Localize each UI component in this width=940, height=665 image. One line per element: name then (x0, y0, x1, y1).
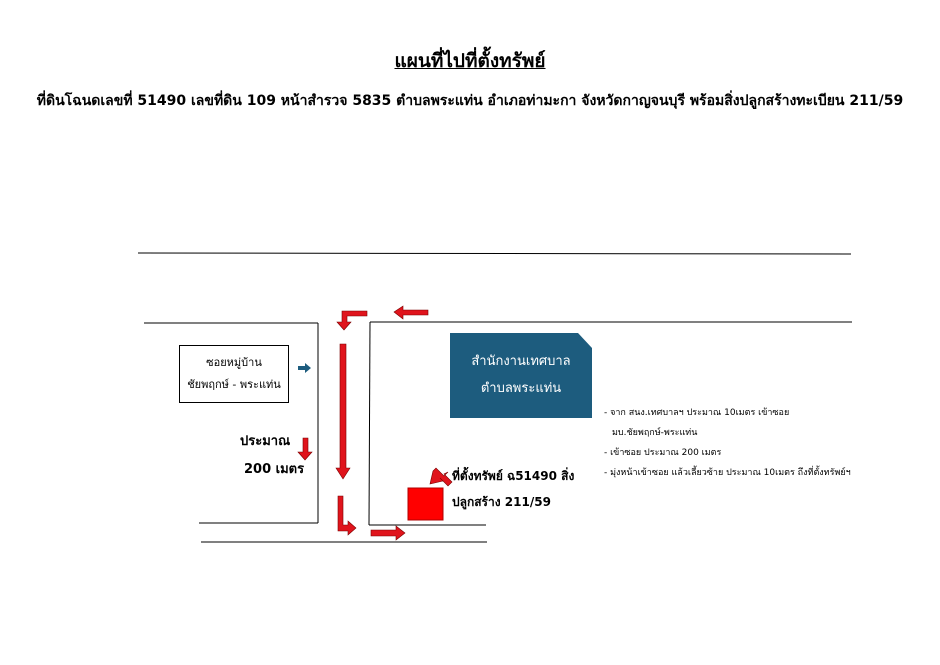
arrow-left-top (393, 305, 429, 320)
village-box-line1: ซอยหมู่บ้าน (206, 356, 262, 369)
road-soi-right-edge (368, 321, 371, 526)
page-subtitle: ที่ดินโฉนดเลขที่ 51490 เลขที่ดิน 109 หน้… (36, 93, 904, 109)
direction-step-1: - จาก สนง.เทศบาลฯ ประมาณ 10เมตร เข้าซอย (604, 408, 790, 418)
village-box-line2: ชัยพฤกษ์ - พระแท่น (187, 378, 281, 391)
page-title: แผนที่ไปที่ตั้งทรัพย์ (394, 50, 546, 72)
directions-list: - จาก สนง.เทศบาลฯ ประมาณ 10เมตร เข้าซอย … (604, 403, 851, 483)
arrow-down-long (335, 343, 351, 480)
village-soi-box: ซอยหมู่บ้าน ชัยพฤกษ์ - พระแท่น (179, 345, 289, 403)
arrow-distance-down (297, 437, 313, 461)
road-top (137, 252, 852, 255)
property-label-line1: ที่ตั้งทรัพย์ ฉ51490 สิ่ง (452, 469, 575, 483)
arrow-diagonal-property (429, 467, 453, 487)
property-marker (407, 487, 444, 521)
direction-step-1-cont: มบ.ชัยพฤกษ์-พระแท่น (612, 428, 698, 438)
office-label: สำนักงานเทศบาล ตำบลพระแท่น (450, 348, 592, 402)
arrow-right-bottom (370, 525, 406, 541)
direction-step-2: - เข้าซอย ประมาณ 200 เมตร (604, 448, 722, 458)
arrow-blue-right (298, 363, 311, 373)
office-label-line2: ตำบลพระแท่น (480, 381, 562, 396)
property-label: ที่ตั้งทรัพย์ ฉ51490 สิ่ง ปลูกสร้าง 211/… (452, 463, 574, 515)
office-building (450, 333, 592, 418)
distance-line1: ประมาณ (240, 434, 291, 449)
distance-label: ประมาณ 200 เมตร (240, 428, 304, 484)
arrow-elbow-right (337, 495, 357, 536)
office-label-line1: สำนักงานเทศบาล (471, 354, 571, 369)
property-label-line2: ปลูกสร้าง 211/59 (452, 495, 551, 509)
distance-line2: 200 เมตร (244, 462, 305, 477)
direction-step-3: - มุ่งหน้าเข้าซอย แล้วเลี้ยวซ้าย ประมาณ … (604, 468, 851, 478)
arrow-elbow-down (336, 310, 368, 331)
